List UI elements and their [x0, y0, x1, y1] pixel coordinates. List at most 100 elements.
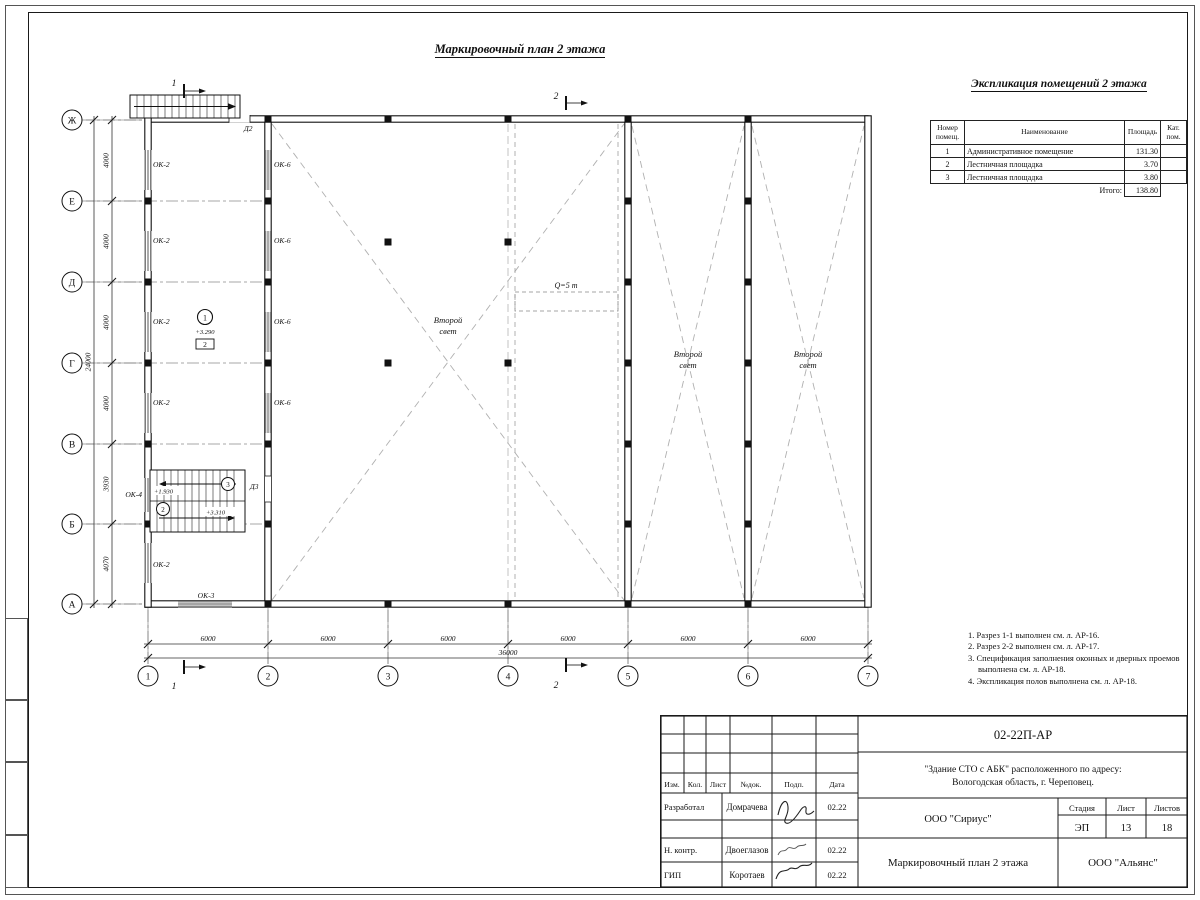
- explication-title: Экспликация помещений 2 этажа: [930, 78, 1188, 92]
- tb-org-bottom: ООО "Альянс": [1088, 857, 1158, 869]
- tb-sheets-label: Листов: [1154, 803, 1180, 813]
- signature-developer: [777, 800, 815, 824]
- second-light-hall-line2: свет: [439, 326, 456, 336]
- dim-bottom-6: 6000: [801, 634, 816, 643]
- room-marker-1-circle: [196, 308, 214, 326]
- room-marker-1: 1: [203, 314, 207, 323]
- door-label-d3: Д3: [249, 482, 259, 491]
- section-mark-2-top: 2: [554, 92, 588, 110]
- crane-bridge: [514, 291, 619, 312]
- opening-labels: ОК-2 ОК-2 ОК-2 ОК-2 ОК-2 ОК-6 ОК-6 ОК-6 …: [125, 124, 291, 600]
- window-label-ok4: ОК-4: [125, 490, 142, 499]
- plan-title: Маркировочный план 2 этажа: [380, 42, 660, 58]
- tb-role-ncontrol: Н. контр.: [664, 845, 697, 855]
- explication-title-text: Экспликация помещений 2 этажа: [971, 78, 1147, 92]
- axis-col-bubble-0: 1: [146, 672, 151, 682]
- room-number: 3: [930, 170, 965, 184]
- elevation-mark-1930: +1.930: [154, 489, 174, 496]
- tb-sheets-value: 18: [1162, 823, 1173, 834]
- notes-block: 1. Разрез 1-1 выполнен см. л. АР-16. 2. …: [968, 630, 1190, 687]
- room-cat: [1160, 157, 1187, 171]
- plan-title-text: Маркировочный план 2 этажа: [434, 42, 606, 58]
- dim-left-3: 4000: [102, 315, 111, 330]
- explication-row-2: 2 Лестничная площадка 3.70: [930, 157, 1187, 171]
- elevation-mark-3310: +3.310: [206, 510, 226, 517]
- bottom-dimensions: 6000 6000 6000 6000 6000 6000 36000: [143, 608, 873, 664]
- tb-sheet-label: Лист: [1117, 803, 1135, 813]
- window-label-ok3: ОК-3: [198, 591, 215, 600]
- dim-left-total: 24000: [84, 352, 93, 371]
- total-label: Итого:: [1099, 185, 1122, 195]
- dim-bottom-5: 6000: [681, 634, 696, 643]
- tb-doc-number: 02-22П-АР: [994, 728, 1052, 742]
- floor-plan: Q=5 т +1.930: [61, 79, 879, 692]
- section-number-2-top: 2: [554, 92, 559, 102]
- tb-rev-header-kol: Кол.: [688, 780, 702, 789]
- tb-name-gip: Коротаев: [729, 870, 764, 880]
- explication-row-1: 1 Административное помещение 131.30: [930, 144, 1187, 158]
- explication-total-row: Итого: 138.80: [931, 183, 1187, 197]
- side-stamp-box-1: [5, 618, 28, 700]
- tb-rev-header-izm: Изм.: [664, 780, 680, 789]
- note-2: 2. Разрез 2-2 выполнен см. л. АР-17.: [968, 641, 1100, 652]
- tb-rev-header-list: Лист: [710, 780, 727, 789]
- window-label-ok6-3: ОК-6: [274, 317, 291, 326]
- tb-rev-header-data: Дата: [829, 780, 845, 789]
- tb-object-line2: Вологодская область, г. Череповец.: [952, 777, 1094, 788]
- window-openings: [144, 115, 272, 608]
- room-cat: [1160, 144, 1187, 158]
- explication-table: Номер помещ. Наименование Площадь Кат. п…: [930, 120, 1187, 197]
- signature-ncontrol: [777, 843, 807, 856]
- room-name: Лестничная площадка: [964, 170, 1125, 184]
- note-3: 3. Спецификация заполнения оконных и две…: [968, 652, 1180, 675]
- elevation-mark-3290: +3.290: [195, 329, 215, 336]
- brace-bay-5-6: [631, 125, 745, 599]
- crane-capacity-label: Q=5 т: [555, 281, 578, 290]
- dim-bottom-4: 6000: [561, 634, 576, 643]
- explication-row-3: 3 Лестничная площадка 3.80: [930, 170, 1187, 184]
- room-name: Лестничная площадка: [964, 157, 1125, 171]
- exterior-stair: [129, 94, 241, 119]
- axis-row-bubble-6: А: [69, 600, 76, 610]
- expl-header-name: Наименование: [964, 120, 1125, 145]
- axis-row-bubble-4: В: [69, 440, 75, 450]
- section-number-1-top: 1: [172, 79, 177, 89]
- axis-row-bubble-0: Ж: [68, 116, 77, 126]
- axis-row-bubble-3: Г: [69, 359, 75, 369]
- paper-border: [5, 5, 1195, 895]
- axis-row-bubble-1: Е: [69, 197, 75, 207]
- dim-bottom-total: 36000: [498, 648, 518, 657]
- signature-gip: [775, 862, 813, 880]
- stair-flight-down-arrow: [228, 515, 235, 521]
- axis-col-bubble-5: 6: [746, 672, 751, 682]
- axis-col-bubble-2: 3: [386, 672, 391, 682]
- dim-left-1: 4000: [102, 153, 111, 168]
- note-4: 4. Экспликация полов выполнена см. л. АР…: [968, 675, 1137, 686]
- stair-flight-up-arrow: [159, 481, 166, 487]
- left-dimensions: 4000 4000 4000 4000 3930 4070 24000: [84, 115, 142, 609]
- tb-rev-header-ndok: №док.: [740, 780, 761, 789]
- dim-bottom-1: 6000: [201, 634, 216, 643]
- section-marks: 1 1 2 2: [172, 79, 588, 692]
- second-light-hall-line1: Второй: [434, 315, 463, 325]
- title-block: 02-22П-АР "Здание СТО с АБК" расположенн…: [660, 715, 1189, 888]
- second-light-bay67-line1: Второй: [794, 349, 823, 359]
- tb-stage-label: Стадия: [1069, 803, 1095, 813]
- tb-object-line1: "Здание СТО с АБК" расположенного по адр…: [924, 765, 1121, 775]
- room-marker-2: 2: [161, 506, 165, 514]
- dim-left-6: 4070: [102, 556, 111, 571]
- tb-org-top: ООО "Сириус": [924, 814, 991, 825]
- window-label-ok2-5: ОК-2: [153, 560, 170, 569]
- axis-row-bubble-2: Д: [69, 278, 76, 288]
- second-light-bay56-line1: Второй: [674, 349, 703, 359]
- columns: [144, 115, 752, 608]
- section-mark-1-bottom: 1: [172, 660, 206, 692]
- room-name: Административное помещение: [964, 144, 1125, 158]
- section-mark-2-bottom: 2: [554, 658, 588, 691]
- axis-col-bubble-6: 7: [866, 672, 871, 682]
- axis-col-bubble-3: 4: [506, 672, 511, 682]
- explication-header-row: Номер помещ. Наименование Площадь Кат. п…: [930, 120, 1187, 145]
- room-marker-2-circle: [156, 502, 170, 516]
- window-label-ok6-4: ОК-6: [274, 398, 291, 407]
